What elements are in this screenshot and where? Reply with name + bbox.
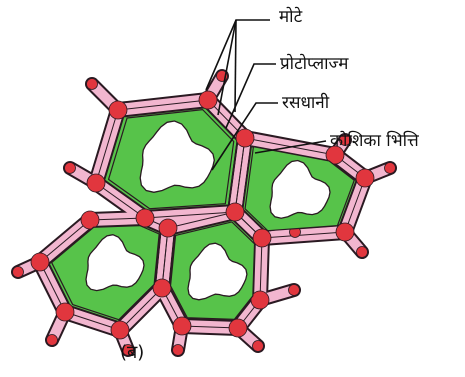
thickening-dot <box>122 344 134 356</box>
figure-caption: (ब) <box>120 342 145 363</box>
thickening-dot <box>355 168 375 188</box>
leader-thickenings-2 <box>217 19 237 116</box>
cell-right-vacuole <box>269 159 331 219</box>
thickening-dot <box>339 134 351 146</box>
thickening-dot <box>172 316 192 336</box>
cells-group <box>11 69 397 357</box>
thickening-dot <box>86 173 106 193</box>
thickening-dot <box>80 210 100 230</box>
thickening-dot <box>325 145 345 165</box>
thickening-dot <box>384 162 396 174</box>
thickening-dot <box>356 246 368 258</box>
thickening-dot <box>235 128 255 148</box>
cell-top-vacuole <box>139 120 215 193</box>
thickening-dot <box>252 340 264 352</box>
label-vacuole: रसधानी <box>282 93 330 113</box>
thickening-dot <box>335 222 355 242</box>
thickening-dot <box>64 162 76 174</box>
cell-bottom-left-vacuole <box>85 234 145 292</box>
thickening-dot <box>228 318 248 338</box>
label-cell-wall: कोशिका भित्ति <box>330 131 419 151</box>
thickening-dot <box>172 344 184 356</box>
thickening-dot <box>46 334 58 346</box>
thickening-dot <box>288 284 300 296</box>
thickening-dot <box>152 278 172 298</box>
label-thickenings: मोटे <box>279 7 303 27</box>
thickening-dot <box>110 320 130 340</box>
leader-thickenings-3 <box>234 19 237 113</box>
thickening-dot <box>30 252 50 272</box>
thickening-dot <box>108 100 128 120</box>
thickening-dot <box>12 266 24 278</box>
thickening-dot <box>198 90 218 110</box>
thickening-dot <box>55 302 75 322</box>
leader-vacuole <box>211 102 278 171</box>
cell-bottom-right-vacuole <box>187 242 248 301</box>
thickening-dot <box>250 290 270 310</box>
thickening-dot <box>225 202 245 222</box>
leader-cell-wall <box>254 140 327 154</box>
thickening-dot <box>252 228 272 248</box>
thickening-dot <box>158 218 178 238</box>
leader-lines <box>205 19 327 171</box>
leader-protoplasm <box>225 63 276 129</box>
thickening-dot <box>135 208 155 228</box>
label-protoplasm: प्रोटोप्लाज्म <box>280 54 349 74</box>
thickening-dot <box>86 78 98 90</box>
